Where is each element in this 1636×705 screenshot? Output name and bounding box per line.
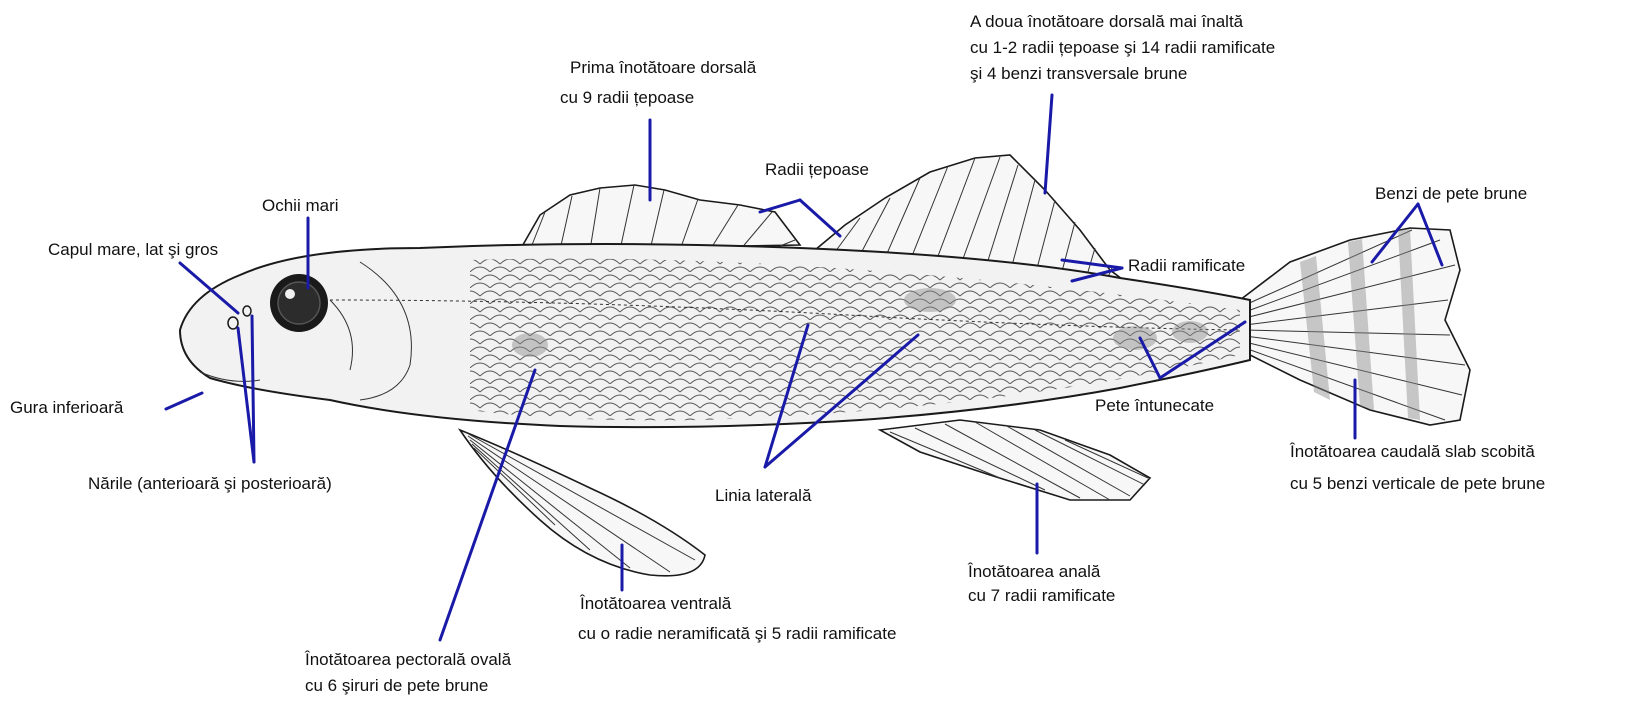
label-nostrils: Nările (anterioară şi posterioară) bbox=[88, 474, 332, 493]
first-dorsal-fin bbox=[518, 184, 802, 251]
label-second-dorsal-line3: şi 4 benzi transversale brune bbox=[970, 64, 1188, 83]
pointer-pectoral-fin bbox=[438, 368, 537, 642]
dark-spots bbox=[512, 288, 1208, 357]
label-mouth: Gura inferioară bbox=[10, 398, 124, 417]
caudal-fin-rays bbox=[1244, 229, 1466, 421]
label-branched-rays: Radii ramificate bbox=[1128, 256, 1246, 275]
label-anal-fin-line1: Înotătoarea anală bbox=[968, 562, 1101, 581]
label-caudal-fin-line2: cu 5 benzi verticale de pete brune bbox=[1290, 474, 1546, 493]
anal-fin bbox=[877, 419, 1152, 501]
label-caudal-bands: Benzi de pete brune bbox=[1375, 184, 1528, 203]
pointer-caudal-bands-a bbox=[1370, 202, 1420, 264]
label-ventral-fin-line1: Înotătoarea ventrală bbox=[580, 594, 732, 613]
pointer-caudal-bands-b bbox=[1416, 202, 1444, 267]
caudal-fin bbox=[1239, 227, 1471, 426]
label-eyes: Ochii mari bbox=[262, 196, 339, 215]
pointer-nostril-a bbox=[236, 326, 256, 464]
label-anal-fin-line2: cu 7 radii ramificate bbox=[968, 586, 1116, 605]
pointer-head bbox=[178, 261, 240, 315]
label-pointers bbox=[164, 93, 1444, 642]
pointer-dark-spots-b bbox=[1158, 320, 1247, 380]
label-lateral-line: Linia laterală bbox=[715, 486, 812, 505]
pointer-spiny-rays-b bbox=[798, 198, 842, 238]
label-dark-spots: Pete întunecate bbox=[1095, 396, 1215, 415]
pointer-branched-rays-a bbox=[1060, 258, 1124, 270]
label-pectoral-fin-line1: Înotătoarea pectorală ovală bbox=[305, 650, 512, 669]
label-ventral-fin-line2: cu o radie neramificată şi 5 radii ramif… bbox=[578, 624, 897, 643]
label-first-dorsal-line2: cu 9 radii țepoase bbox=[560, 88, 695, 107]
pointer-spiny-rays-a bbox=[758, 198, 802, 214]
label-second-dorsal-line2: cu 1-2 radii țepoase şi 14 radii ramific… bbox=[970, 38, 1276, 57]
ventral-fin bbox=[457, 428, 706, 577]
fish-eye bbox=[270, 274, 328, 332]
caudal-brown-bands bbox=[1300, 229, 1420, 420]
pointer-mouth bbox=[164, 391, 204, 411]
posterior-nostril bbox=[242, 305, 252, 317]
fish-head bbox=[199, 261, 412, 401]
first-dorsal-rays bbox=[529, 184, 796, 251]
fish-body bbox=[178, 243, 1251, 429]
pointer-second-dorsal bbox=[1043, 93, 1054, 195]
label-caudal-fin-line1: Înotătoarea caudală slab scobită bbox=[1290, 442, 1535, 461]
anterior-nostril bbox=[227, 316, 239, 330]
pointer-branched-rays-b bbox=[1070, 266, 1124, 283]
label-second-dorsal-line1: A doua înotătoare dorsală mai înaltă bbox=[970, 12, 1244, 31]
label-pectoral-fin-line2: cu 6 şiruri de pete brune bbox=[305, 676, 489, 695]
pointer-nostril-b bbox=[250, 314, 256, 464]
label-first-dorsal-line1: Prima înotătoare dorsală bbox=[570, 58, 757, 77]
pointer-dark-spots-a bbox=[1138, 336, 1162, 380]
pointer-lateral-line-a bbox=[763, 323, 810, 469]
pointer-lateral-line-b bbox=[763, 333, 920, 469]
label-head: Capul mare, lat şi gros bbox=[48, 240, 219, 259]
label-spiny-rays: Radii țepoase bbox=[765, 160, 869, 179]
